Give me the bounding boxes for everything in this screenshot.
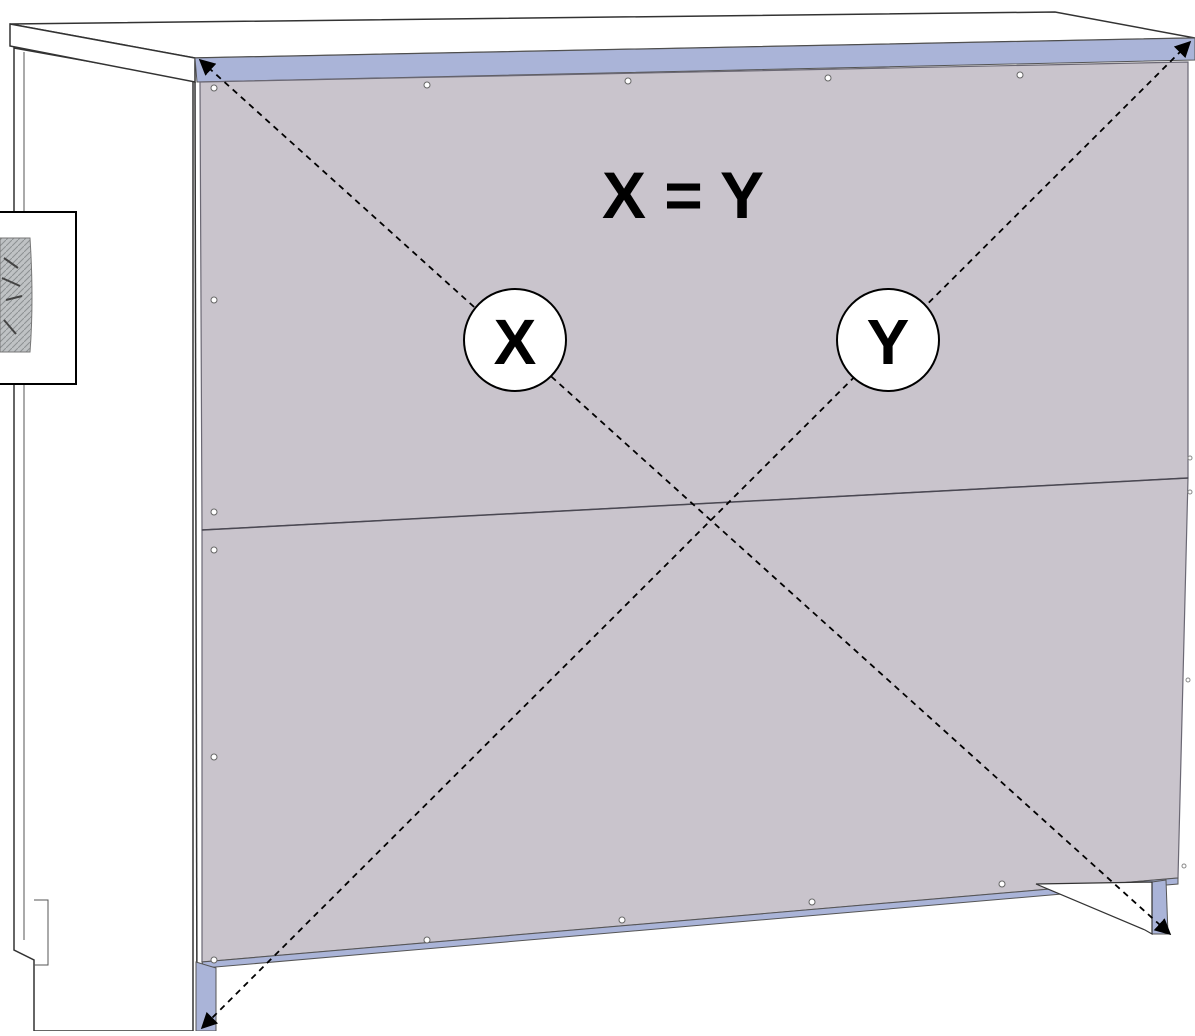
hardware-inset [0, 211, 77, 385]
nail-icon [624, 77, 632, 85]
right-side-panel [1035, 881, 1153, 936]
nail-icon [210, 753, 218, 761]
back-panel-upper [199, 61, 1189, 531]
nail-icon [210, 956, 218, 964]
nail-icon [423, 81, 431, 89]
nail-icon [808, 898, 816, 906]
diagonal-x-label: X [494, 306, 537, 378]
cabinet-side-panel [13, 47, 194, 1032]
nail-icon [1187, 489, 1193, 495]
nail-icon [1016, 71, 1024, 79]
nail-icon [210, 84, 218, 92]
diagonal-y-line [200, 40, 1192, 1030]
diagonal-y-label: Y [867, 306, 910, 378]
nail-icon [824, 74, 832, 82]
nail-icon [1185, 677, 1191, 683]
diagonal-y-callout: Y [836, 288, 940, 392]
nail-icon [210, 546, 218, 554]
nail-icon [210, 296, 218, 304]
nail-icon [423, 936, 431, 944]
nail-icon [210, 508, 218, 516]
nail-icon [1187, 455, 1193, 461]
diagonal-x-callout: X [463, 288, 567, 392]
nail-icon [1181, 863, 1187, 869]
nail-icon [998, 880, 1006, 888]
nail-icon [618, 916, 626, 924]
hardware-bag-icon [0, 237, 33, 353]
left-leg [195, 961, 217, 1032]
equation-label: X = Y [602, 158, 764, 232]
